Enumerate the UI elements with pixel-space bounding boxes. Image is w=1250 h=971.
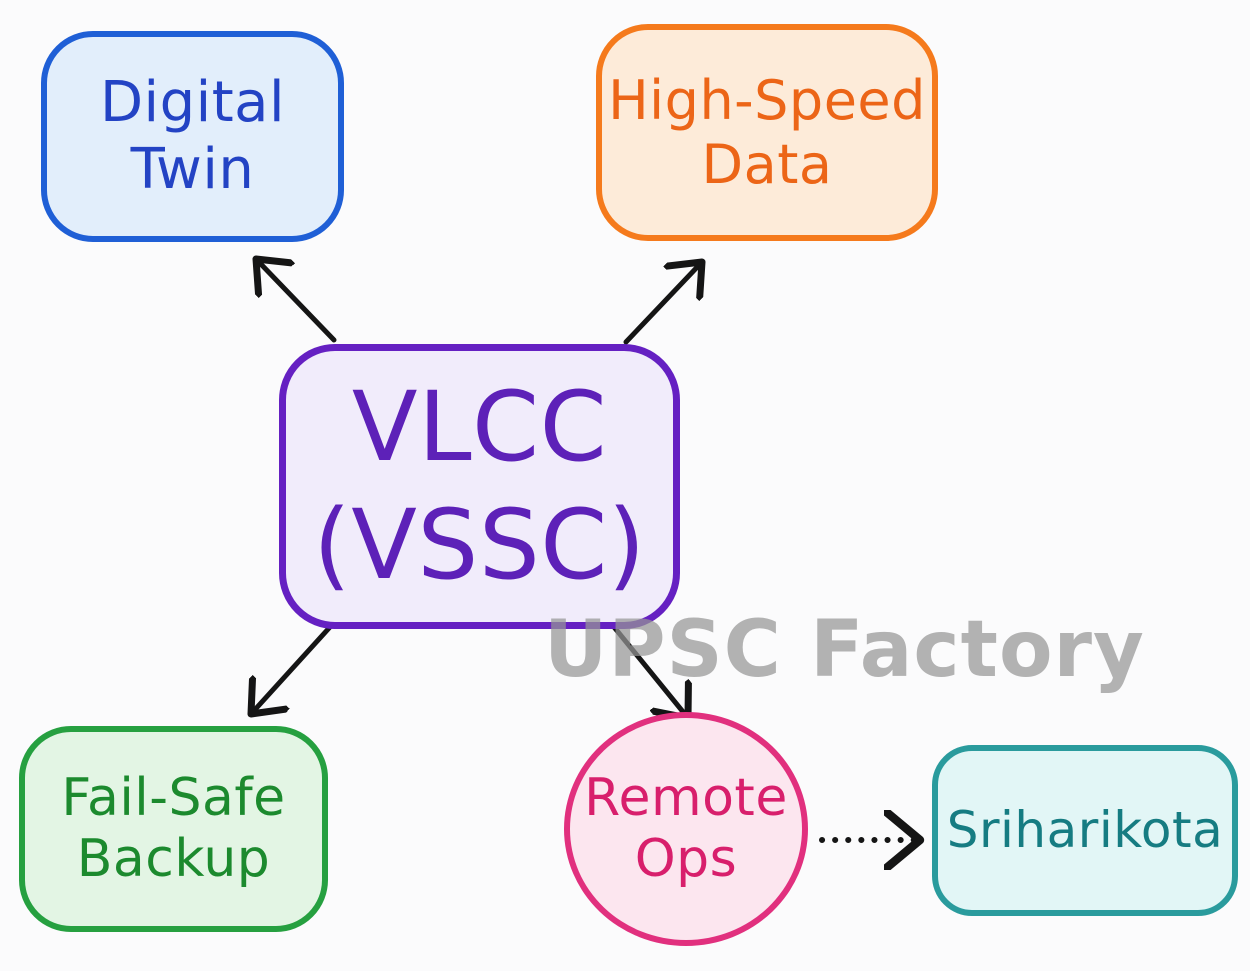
- high-speed-data-label-line2: Data: [701, 132, 833, 196]
- arrow-center-to-digital-twin: [256, 259, 337, 343]
- remote-ops-label-line2: Ops: [634, 829, 738, 889]
- digital-twin-label-line2: Twin: [130, 136, 255, 202]
- fail-safe-backup-label-line2: Backup: [76, 829, 271, 889]
- remote-ops-node: Remote Ops: [564, 712, 808, 946]
- sriharikota-node: Sriharikota: [932, 745, 1238, 916]
- remote-ops-label-line1: Remote: [584, 767, 788, 828]
- high-speed-data-node: High-Speed Data: [596, 24, 938, 241]
- fail-safe-backup-label-line1: Fail-Safe: [61, 767, 286, 828]
- digital-twin-node: Digital Twin: [41, 31, 344, 242]
- vlcc-center-node: VLCC (VSSC): [279, 344, 680, 629]
- arrow-center-to-high-speed-data: [623, 262, 702, 345]
- fail-safe-backup-node: Fail-Safe Backup: [19, 726, 328, 932]
- arrow-center-to-fail-safe-backup: [251, 624, 333, 714]
- center-label-line2: (VSSC): [313, 488, 646, 601]
- watermark-text: UPSC Factory: [544, 605, 1145, 695]
- high-speed-data-label-line1: High-Speed: [608, 68, 926, 132]
- arrow-center-to-remote-ops: [611, 624, 688, 718]
- digital-twin-label-line1: Digital: [99, 70, 286, 136]
- sriharikota-label: Sriharikota: [946, 801, 1224, 859]
- center-label-line1: VLCC: [351, 371, 608, 484]
